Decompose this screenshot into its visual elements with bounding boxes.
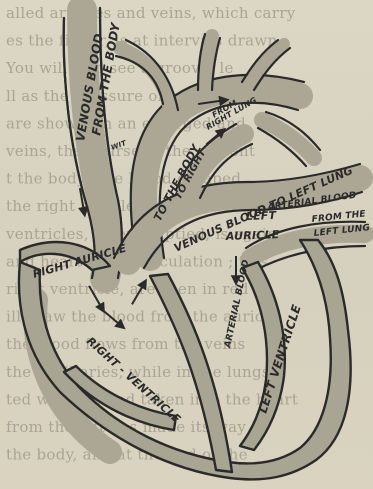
background-text-line: es the finger, is at intervals drawn — [6, 32, 277, 50]
background-text-line: alled arteries and veins, which carry — [6, 4, 296, 22]
heart-walls — [19, 240, 351, 479]
label-auricle: AURICLE — [225, 228, 280, 243]
label-left: LEFT — [246, 209, 278, 223]
heart-outer-wall — [19, 240, 351, 479]
aortic-branch-2 — [205, 36, 212, 90]
from-right-lung-fill — [262, 120, 314, 158]
